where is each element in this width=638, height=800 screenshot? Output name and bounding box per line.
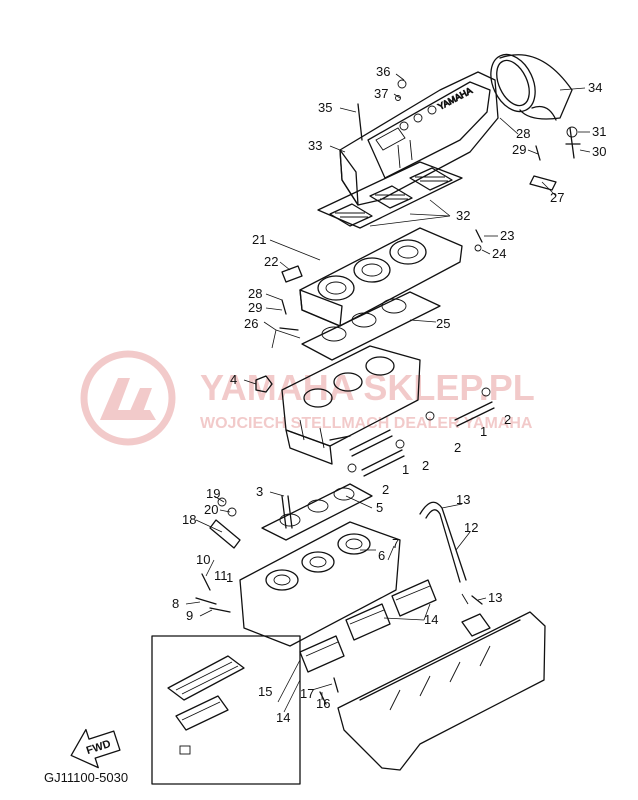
callout-24: 24 [492, 246, 506, 261]
callout-14a: 14 [424, 612, 438, 627]
nut-4 [255, 375, 273, 393]
studs-and-nuts [329, 387, 495, 477]
watermark-logo-icon [80, 350, 176, 446]
hose-12 [419, 501, 469, 605]
callout-36: 36 [376, 64, 390, 79]
callout-14b: 14 [276, 710, 290, 725]
callout-18: 18 [182, 512, 196, 527]
watermark-line2: WOJCIECH STELLMACH DEALER YAMAHA [200, 415, 533, 432]
callout-32: 32 [456, 208, 470, 223]
crankcase-base [337, 611, 546, 771]
callout-13b: 13 [488, 590, 502, 605]
intake-silencer-cover: YAMAHA [339, 71, 499, 206]
reed-valves [299, 579, 437, 673]
fwd-arrow: FWD [70, 728, 121, 769]
callout-2d: 2 [382, 482, 389, 497]
watermark: YAMAHA SKLEP.PL WOJCIECH STELLMACH DEALE… [80, 350, 535, 446]
detail-inset [151, 635, 301, 785]
flame-arrester-screens [317, 161, 463, 229]
callout-34: 34 [588, 80, 602, 95]
air-duct [490, 53, 573, 121]
callout-27: 27 [550, 190, 564, 205]
callout-28b: 28 [248, 286, 262, 301]
callout-1c: 1 [226, 570, 233, 585]
callouts: 1 1 1 2 2 2 2 3 4 5 6 7 8 9 10 11 12 13 … [172, 64, 606, 725]
carburetor-plate [299, 227, 463, 327]
callout-1b: 1 [402, 462, 409, 477]
callout-30: 30 [592, 144, 606, 159]
callout-17: 17 [300, 686, 314, 701]
callout-7: 7 [392, 536, 399, 551]
callout-35: 35 [318, 100, 332, 115]
callout-16: 16 [316, 696, 330, 711]
callout-12: 12 [464, 520, 478, 535]
callout-8: 8 [172, 596, 179, 611]
stud-bolt-3 [281, 495, 293, 529]
callout-25: 25 [436, 316, 450, 331]
callout-33: 33 [308, 138, 322, 153]
callout-2a: 2 [504, 412, 511, 427]
callout-22: 22 [264, 254, 278, 269]
callout-11: 11 [214, 568, 228, 583]
callout-26: 26 [244, 316, 258, 331]
callout-2b: 2 [454, 440, 461, 455]
diagram-code: GJ11100-5030 [44, 770, 128, 785]
callout-6: 6 [378, 548, 385, 563]
callout-20: 20 [204, 502, 218, 517]
gasket-5 [261, 483, 373, 541]
watermark-line1: YAMAHA SKLEP.PL [200, 367, 535, 408]
callout-23: 23 [500, 228, 514, 243]
callout-10: 10 [196, 552, 210, 567]
leader-lines [185, 73, 591, 713]
callout-29a: 29 [512, 142, 526, 157]
small-hardware [195, 79, 581, 705]
callout-9: 9 [186, 608, 193, 623]
callout-31: 31 [592, 124, 606, 139]
callout-13a: 13 [456, 492, 470, 507]
callout-1a: 1 [480, 424, 487, 439]
intake-manifold [281, 345, 421, 465]
callout-37: 37 [374, 86, 388, 101]
carburetor-gasket [301, 291, 441, 361]
callout-15: 15 [258, 684, 272, 699]
callout-4: 4 [230, 372, 237, 387]
watermark-logo-mark [100, 378, 156, 420]
callout-5: 5 [376, 500, 383, 515]
callout-21: 21 [252, 232, 266, 247]
callout-19: 19 [206, 486, 220, 501]
callout-2c: 2 [422, 458, 429, 473]
intake-block [239, 521, 401, 647]
callout-29b: 29 [248, 300, 262, 315]
callout-28a: 28 [516, 126, 530, 141]
callout-3: 3 [256, 484, 263, 499]
